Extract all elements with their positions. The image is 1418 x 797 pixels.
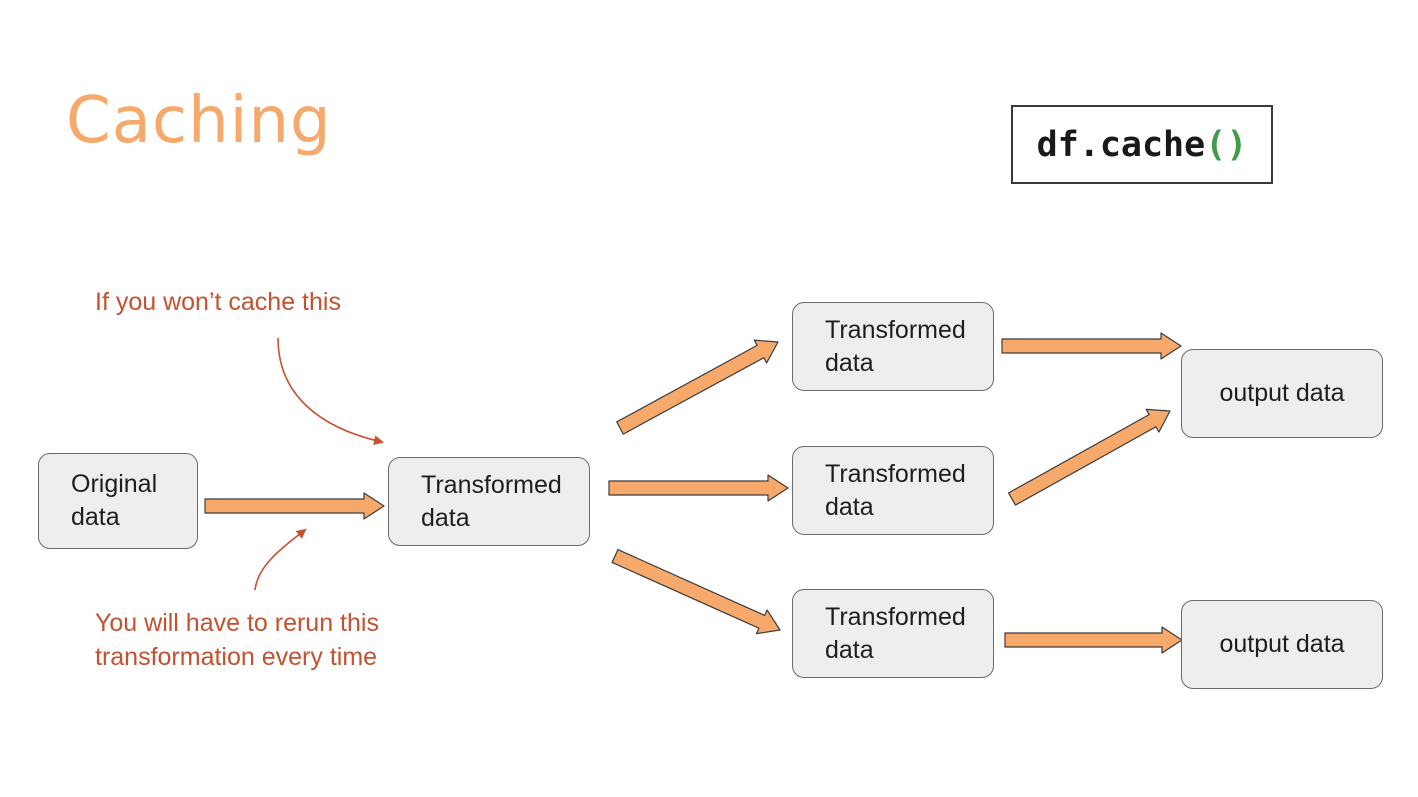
node-output-bottom: output data [1181,600,1383,689]
slide-title: Caching [66,84,332,158]
node-label: data [421,503,470,532]
arrow-transformed-to-top [616,339,779,435]
node-label: Original [71,470,158,498]
node-label: output data [1219,379,1345,407]
node-label: Transformed [421,470,562,499]
annotation-text: transformation every time [95,642,378,671]
node-label: Transformed [825,459,966,488]
node-output-top: output data [1181,349,1383,438]
node-transformed-top: Transformed data [792,302,994,391]
annotation-text: You will have to rerun this [95,609,379,637]
arrow-top-to-output [1001,332,1182,360]
annotation-top: If you won’t cache this [95,286,341,320]
node-label: data [825,348,874,377]
node-transformed-main: Transformed data [388,457,590,546]
node-label: output data [1219,630,1345,658]
node-label: Transformed [825,315,966,344]
arrow-original-to-transformed [204,492,385,520]
arrow-transformed-to-mid [608,474,789,502]
node-original-data: Original data [38,453,198,549]
arrow-transformed-to-bottom [611,548,781,635]
node-label: data [71,503,120,531]
annotation-text: If you won’t cache this [95,288,341,316]
arrow-bottom-to-output [1004,626,1183,654]
code-parens: () [1205,124,1248,165]
annotation-curve-top [277,337,384,446]
annotation-curve-bottom [254,528,307,591]
code-snippet: df.cache() [1011,105,1273,184]
node-label: data [825,492,874,521]
arrow-mid-to-output [1007,408,1171,506]
node-label: Transformed [825,602,966,631]
annotation-bottom: You will have to rerun this transformati… [95,607,379,675]
node-label: data [825,635,874,664]
node-transformed-bottom: Transformed data [792,589,994,678]
code-text: df.cache [1036,124,1206,165]
node-transformed-mid: Transformed data [792,446,994,535]
